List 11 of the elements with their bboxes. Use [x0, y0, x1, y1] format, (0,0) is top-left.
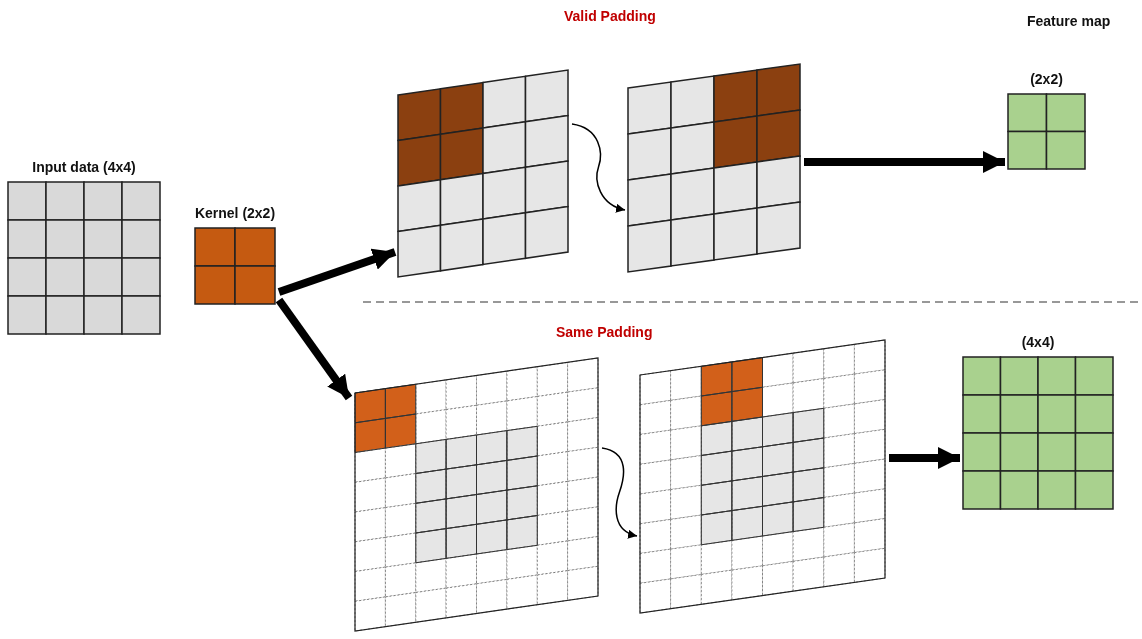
section-title: Same Padding [556, 324, 653, 340]
grid-title: (4x4) [1020, 333, 1056, 352]
grid-title: (2x2) [1029, 70, 1064, 89]
section-title: Valid Padding [564, 8, 656, 24]
heading: Feature map [1027, 13, 1111, 29]
arrow [275, 297, 353, 401]
arrow [277, 248, 397, 296]
grid-title: Kernel (2x2) [193, 204, 277, 223]
arrow [571, 123, 626, 212]
grid-title: Input data (4x4) [31, 158, 137, 177]
arrow [601, 447, 638, 538]
